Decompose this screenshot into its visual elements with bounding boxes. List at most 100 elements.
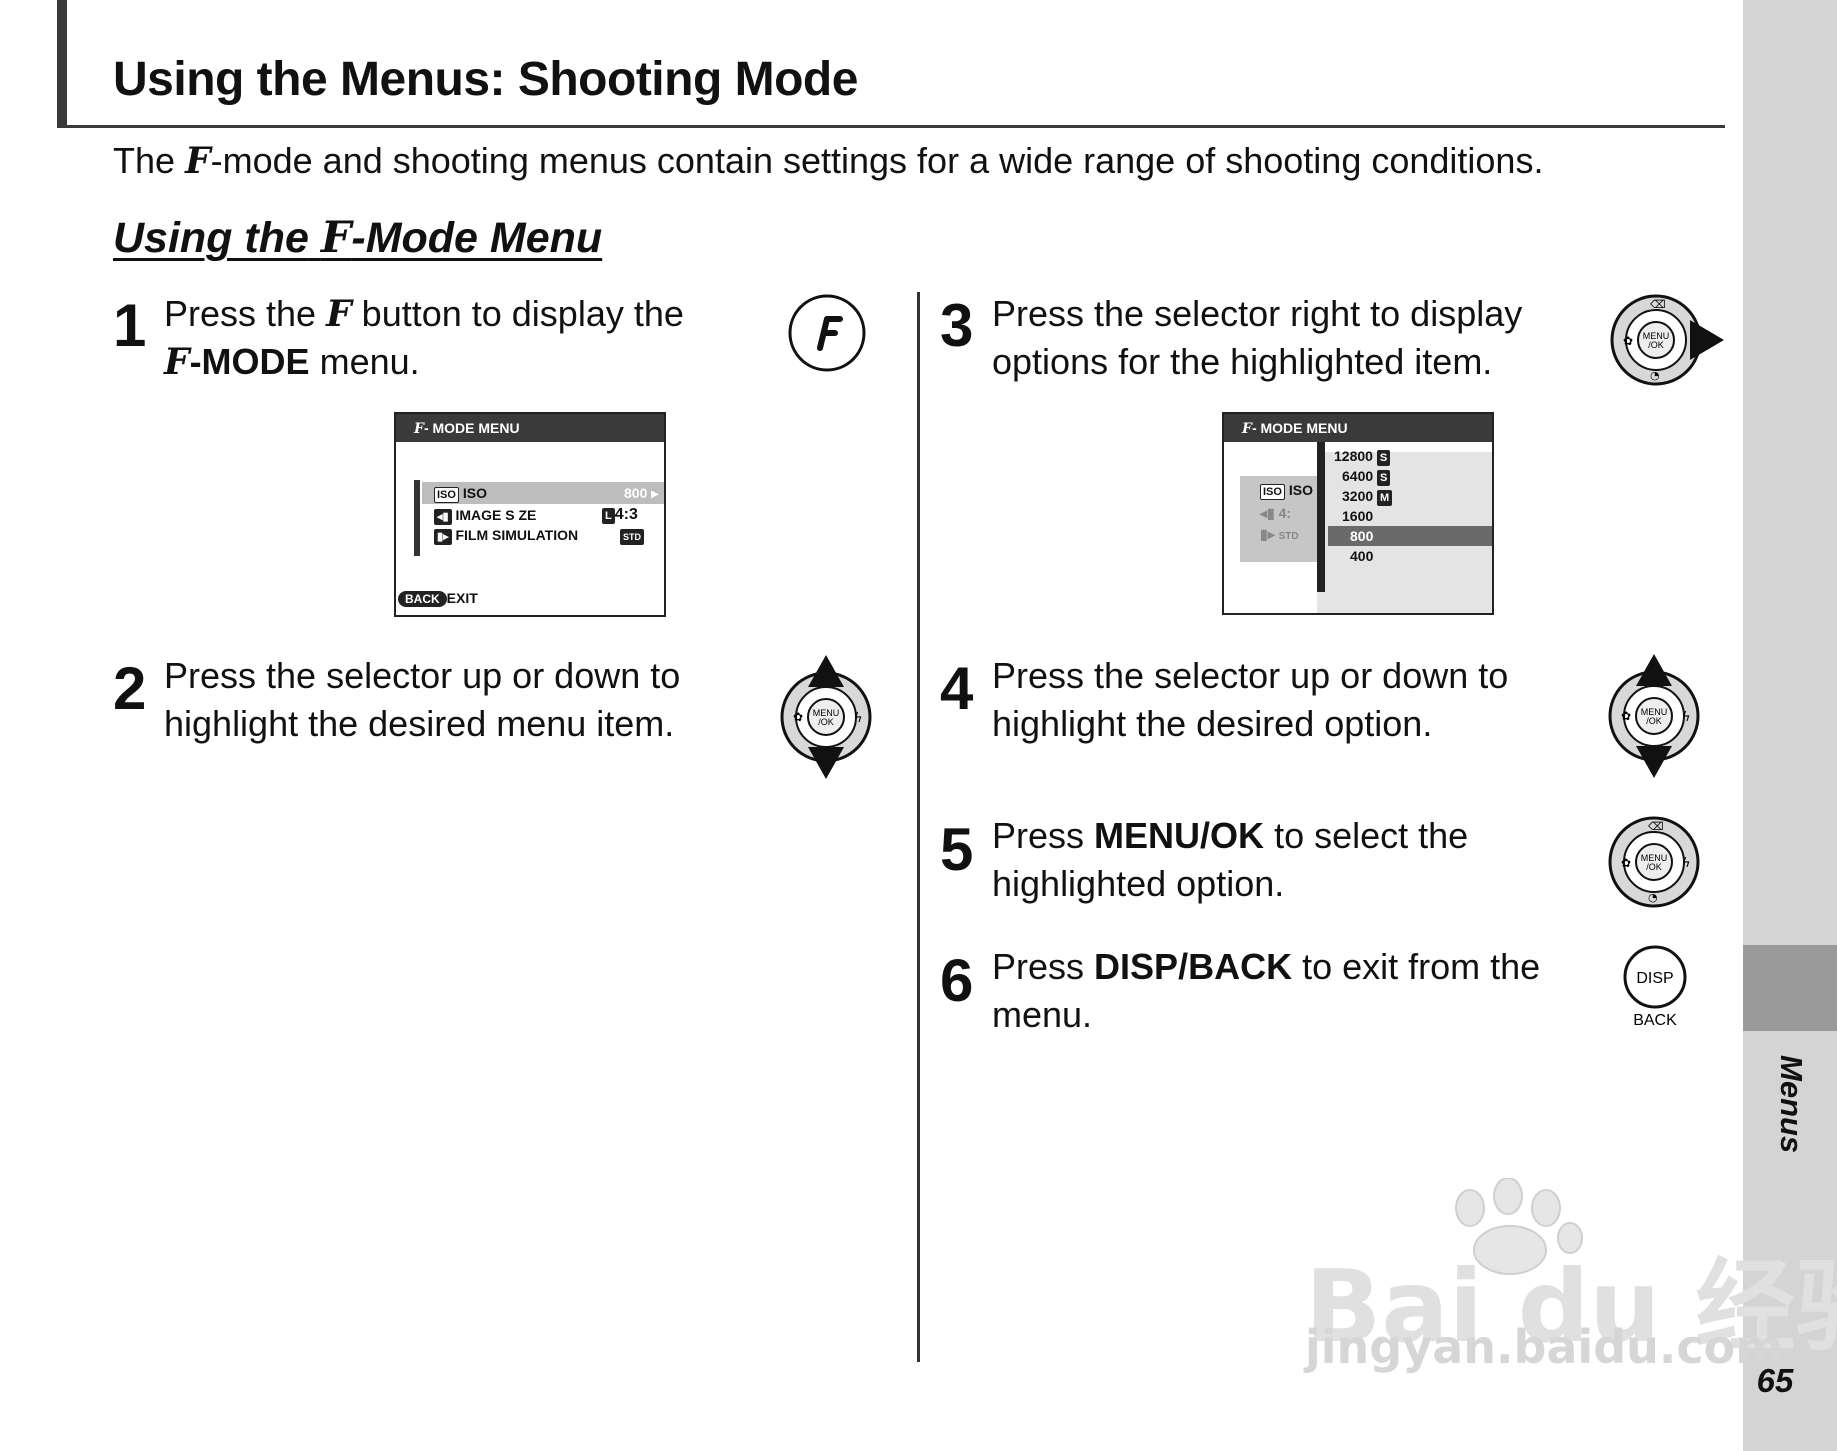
options-panel-top [1325,442,1492,452]
svg-text:MENU: MENU [1643,331,1670,341]
svg-text:✿: ✿ [1621,856,1631,870]
svg-text:/OK: /OK [1646,716,1662,726]
f-mode-glyph-icon: F [1242,421,1252,437]
step-5-text: Press MENU/OK to select the highlighted … [992,815,1469,904]
svg-text:MENU: MENU [813,708,840,718]
svg-text:✿: ✿ [1623,334,1633,348]
menu-item-highlight [422,482,664,504]
iso-icon: ISO [434,487,459,503]
option-highlight [1328,526,1492,546]
svg-text:DISP: DISP [1636,970,1673,987]
options-panel-edge [1317,442,1325,592]
menu-item-image-size[interactable]: ◂▮ IMAGE S ZE [434,505,536,525]
menu-item-iso[interactable]: ISO ISO [434,483,487,503]
back-badge: BACK [398,591,447,607]
svg-text:◔: ◔ [1650,369,1660,382]
step-3-text: Press the selector right to display opti… [992,293,1523,382]
svg-text:✿: ✿ [1621,709,1631,723]
screen-title-bar: F- MODE MENU [396,414,664,442]
svg-text:MENU: MENU [1641,707,1668,717]
intro-before: The [113,140,176,181]
f-mode-menu-screen: F- MODE MENU ISO ISO 800 ▸ ◂▮ IMAGE S ZE… [394,412,666,617]
iso-option[interactable]: 12800 S [1334,446,1391,466]
exit-label: EXIT [446,590,478,606]
step-4-text: Press the selector up or down to highlig… [992,655,1509,744]
iso-option[interactable]: 3200 M [1342,486,1393,506]
f-button-icon [788,294,866,372]
section-heading-after: -Mode Menu [351,214,603,262]
f-mode-glyph-icon: F [326,293,352,335]
menu-scroll-marker [414,480,420,556]
step-1-text-a: Press the [164,293,317,334]
step-6-text: Press DISP/BACK to exit from the menu. [992,946,1541,1035]
iso-option[interactable]: 6400 S [1342,466,1391,486]
svg-text:BACK: BACK [1633,1012,1677,1029]
iso-options-screen: F- MODE MENU ISO ISO ◂▮ 4: ▮▸ STD 12800 … [1222,412,1494,615]
step-4-number: 4 [940,655,973,722]
step-1-number: 1 [113,292,146,359]
step-5-number: 5 [940,816,973,883]
selector-up-down-icon: MENU /OK ✿ ϟ [1608,654,1700,778]
watermark-logo-text: Bai du 经验 [1305,1248,1837,1365]
f-mode-glyph-icon: F [414,421,424,437]
section-heading: Using the F-Mode Menu [113,213,602,263]
column-divider [917,292,920,1362]
header-rule [57,125,1725,128]
svg-text:ϟ: ϟ [1682,710,1691,725]
svg-text:MENU: MENU [1641,853,1668,863]
menu-item-film-simulation[interactable]: ▮▸ FILM SIMULATION [434,525,578,545]
intro-after: -mode and shooting menus contain setting… [210,140,1544,181]
dimmed-iso-item: ISO ISO [1260,480,1313,500]
f-mode-glyph-icon: F [320,213,352,263]
page-title: Using the Menus: Shooting Mode [113,53,858,106]
svg-text:✿: ✿ [793,710,803,724]
svg-text:◔: ◔ [1648,891,1658,904]
section-heading-before: Using the [113,214,309,262]
svg-text:⌫: ⌫ [1648,820,1664,833]
dimmed-image-size-item: ◂▮ 4: [1260,505,1292,521]
side-strip [1743,0,1837,1451]
menu-item-value: 800 ▸ [624,485,659,501]
menu-item-value: STD [620,525,644,545]
svg-text:/OK: /OK [1646,862,1662,872]
header-accent-bar [57,0,67,127]
page-number: 65 [1756,1362,1794,1399]
selector-right-icon: MENU /OK ⌫ ✿ ◔ [1610,294,1724,386]
intro-text: The F-mode and shooting menus contain se… [113,140,1543,182]
svg-text:ϟ: ϟ [1682,856,1691,871]
svg-text:⌫: ⌫ [1650,298,1666,311]
menu-ok-label: MENU/OK [1094,815,1265,856]
disp-back-button-icon: DISP BACK [1623,945,1687,1029]
screen-title: - MODE MENU [423,420,520,436]
side-tab-label: Menus [1774,1055,1809,1154]
disp-back-label: DISP/BACK [1094,946,1293,987]
svg-text:ϟ: ϟ [854,711,863,726]
step-2-text: Press the selector up or down to highlig… [164,655,681,744]
screen-title-bar: F- MODE MENU [1224,414,1492,442]
menu-item-label: ISO [462,485,487,501]
f-mode-glyph-icon: F [185,140,211,182]
step-1-mode-label: -MODE [189,341,310,382]
dimmed-film-item: ▮▸ STD [1260,526,1299,542]
f-mode-glyph-icon: F [164,341,190,383]
screen-title: - MODE MENU [1251,420,1348,436]
step-1-text: Press the F button to display the F-MODE… [164,290,724,386]
step-2-number: 2 [113,655,146,722]
menu-item-label: IMAGE S ZE [455,507,537,523]
step-1-text-b: button to display the [361,293,684,334]
step-1-text-c: menu. [319,341,420,382]
svg-text:/OK: /OK [818,717,834,727]
menu-ok-button-icon: MENU /OK ⌫ ✿ ϟ ◔ [1608,816,1700,908]
image-size-icon: ◂▮ [434,509,452,525]
baidu-paw-watermark-icon [1455,1178,1583,1275]
film-simulation-icon: ▮▸ [434,529,452,545]
side-tab-marker [1743,945,1837,1031]
menu-item-label: FILM SIMULATION [455,527,579,543]
svg-text:/OK: /OK [1648,340,1664,350]
watermark-url: jingyan.baidu.com [1305,1320,1784,1374]
iso-option[interactable]: 400 [1350,548,1374,564]
iso-option-selected[interactable]: 800 [1350,528,1374,544]
iso-option[interactable]: 1600 [1342,508,1374,524]
